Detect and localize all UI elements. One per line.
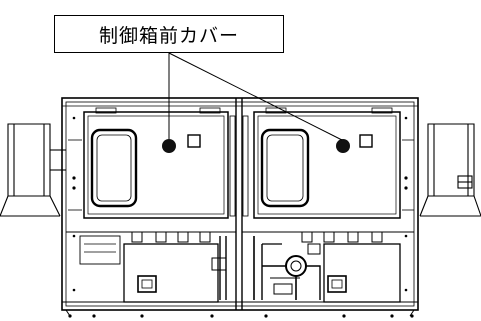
left-lower-compartment	[79, 235, 227, 303]
left-control-box-cover	[83, 107, 229, 219]
base-plate	[62, 309, 418, 317]
callout-label: 制御箱前カバー	[98, 24, 239, 47]
leader-lines	[168, 52, 343, 141]
left-side-flap	[0, 123, 66, 217]
base-feet	[68, 314, 414, 318]
right-lower-piping	[253, 236, 401, 303]
frame-bolts	[72, 116, 408, 292]
right-control-box-cover	[253, 107, 401, 219]
callout-label-box: 制御箱前カバー	[54, 15, 284, 53]
lower-terminal-rail	[66, 231, 414, 243]
right-side-flap	[419, 123, 481, 217]
frame-side-brackets	[68, 115, 414, 217]
